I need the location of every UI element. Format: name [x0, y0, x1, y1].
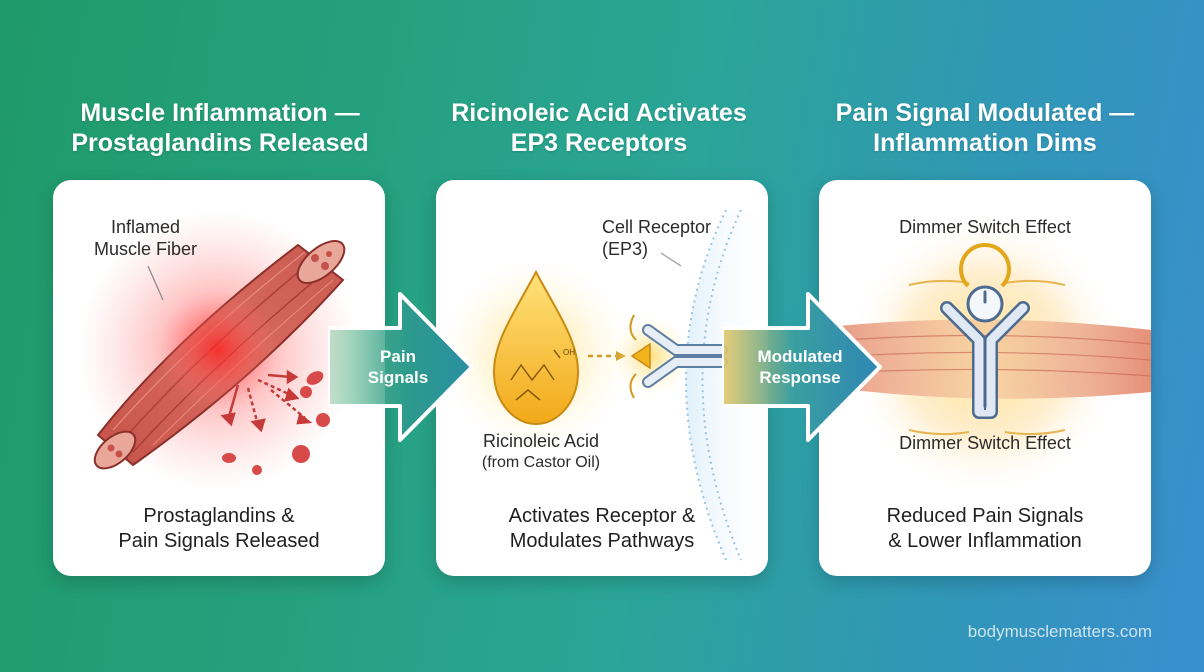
- dimmer-bottom-label: Dimmer Switch Effect: [899, 433, 1071, 453]
- dimmer-top-label: Dimmer Switch Effect: [899, 217, 1071, 237]
- inflamed-muscle-label-line-2: Muscle Fiber: [93, 239, 198, 259]
- site-watermark: bodymusclematters.com: [967, 622, 1152, 641]
- arrow-2-line-2: Response: [759, 368, 841, 387]
- dimmer-switch-illustration: [819, 215, 1151, 495]
- acid-label-line-2: (from Castor Oil): [481, 454, 601, 471]
- arrow-2-line-1: Modulated: [757, 347, 843, 366]
- step-2-caption-line-1: Activates Receptor &: [508, 505, 696, 527]
- receptor-leader-line: [660, 252, 682, 267]
- arrow-2-shape: [720, 292, 882, 442]
- step-2-title-line-2: EP3 Receptors: [510, 129, 688, 157]
- inflamed-muscle-label: Inflamed Muscle Fiber: [83, 216, 208, 260]
- receptor-icon: [611, 314, 728, 399]
- modulated-response-arrow: Modulated Response: [720, 292, 884, 442]
- dimmer-knob-icon: [940, 243, 1030, 419]
- arrow-1-shape: [326, 292, 474, 442]
- pain-signals-arrow-label: Pain Signals: [348, 346, 448, 388]
- inflamed-muscle-illustration: [78, 210, 358, 490]
- arrow-1-line-2: Signals: [367, 368, 429, 387]
- step-3-title-line-2: Inflammation Dims: [873, 129, 1097, 157]
- step-1-title: Muscle Inflammation — Prostaglandins Rel…: [30, 98, 410, 158]
- modulated-response-arrow-label: Modulated Response: [736, 346, 864, 388]
- step-1-title-line-1: Muscle Inflammation —: [80, 99, 360, 127]
- receptor-label: Cell Receptor (EP3): [602, 216, 722, 260]
- step-2-title-line-1: Ricinoleic Acid Activates: [451, 99, 747, 127]
- receptor-label-line-2: (EP3): [602, 239, 649, 259]
- step-3-caption: Reduced Pain Signals & Lower Inflammatio…: [819, 504, 1151, 554]
- step-1-caption: Prostaglandins & Pain Signals Released: [53, 504, 385, 554]
- step-1-title-line-2: Prostaglandins Released: [71, 129, 369, 157]
- step-3-title: Pain Signal Modulated — Inflammation Dim…: [795, 98, 1175, 158]
- inflamed-muscle-label-line-1: Inflamed: [110, 217, 181, 237]
- hydroxyl-label: OH: [563, 348, 575, 357]
- oil-drop-icon: [492, 269, 580, 426]
- step-2-caption-line-2: Modulates Pathways: [509, 530, 695, 552]
- step-2-panel: OH Cell Receptor (EP3) Ricinoleic Acid (…: [436, 180, 768, 576]
- acid-label-line-1: Ricinoleic Acid: [482, 431, 600, 451]
- step-3-caption-line-2: & Lower Inflammation: [888, 530, 1082, 552]
- step-1-caption-line-1: Prostaglandins &: [143, 505, 295, 527]
- step-3-panel: Dimmer Switch Effect Dimmer Switch Effec…: [819, 180, 1151, 576]
- step-3-title-line-1: Pain Signal Modulated —: [835, 99, 1135, 127]
- receptor-label-line-1: Cell Receptor: [602, 217, 712, 237]
- step-2-caption: Activates Receptor & Modulates Pathways: [436, 504, 768, 554]
- step-1-caption-line-2: Pain Signals Released: [118, 530, 320, 552]
- prostaglandin-particles: [222, 371, 330, 475]
- arrow-1-line-1: Pain: [380, 347, 416, 366]
- pain-signals-arrow: Pain Signals: [326, 292, 476, 442]
- step-2-title: Ricinoleic Acid Activates EP3 Receptors: [409, 98, 789, 158]
- acid-label: Ricinoleic Acid (from Castor Oil): [456, 430, 626, 474]
- leader-line: [147, 265, 164, 301]
- release-arrows: [220, 369, 313, 433]
- step-3-caption-line-1: Reduced Pain Signals: [886, 505, 1084, 527]
